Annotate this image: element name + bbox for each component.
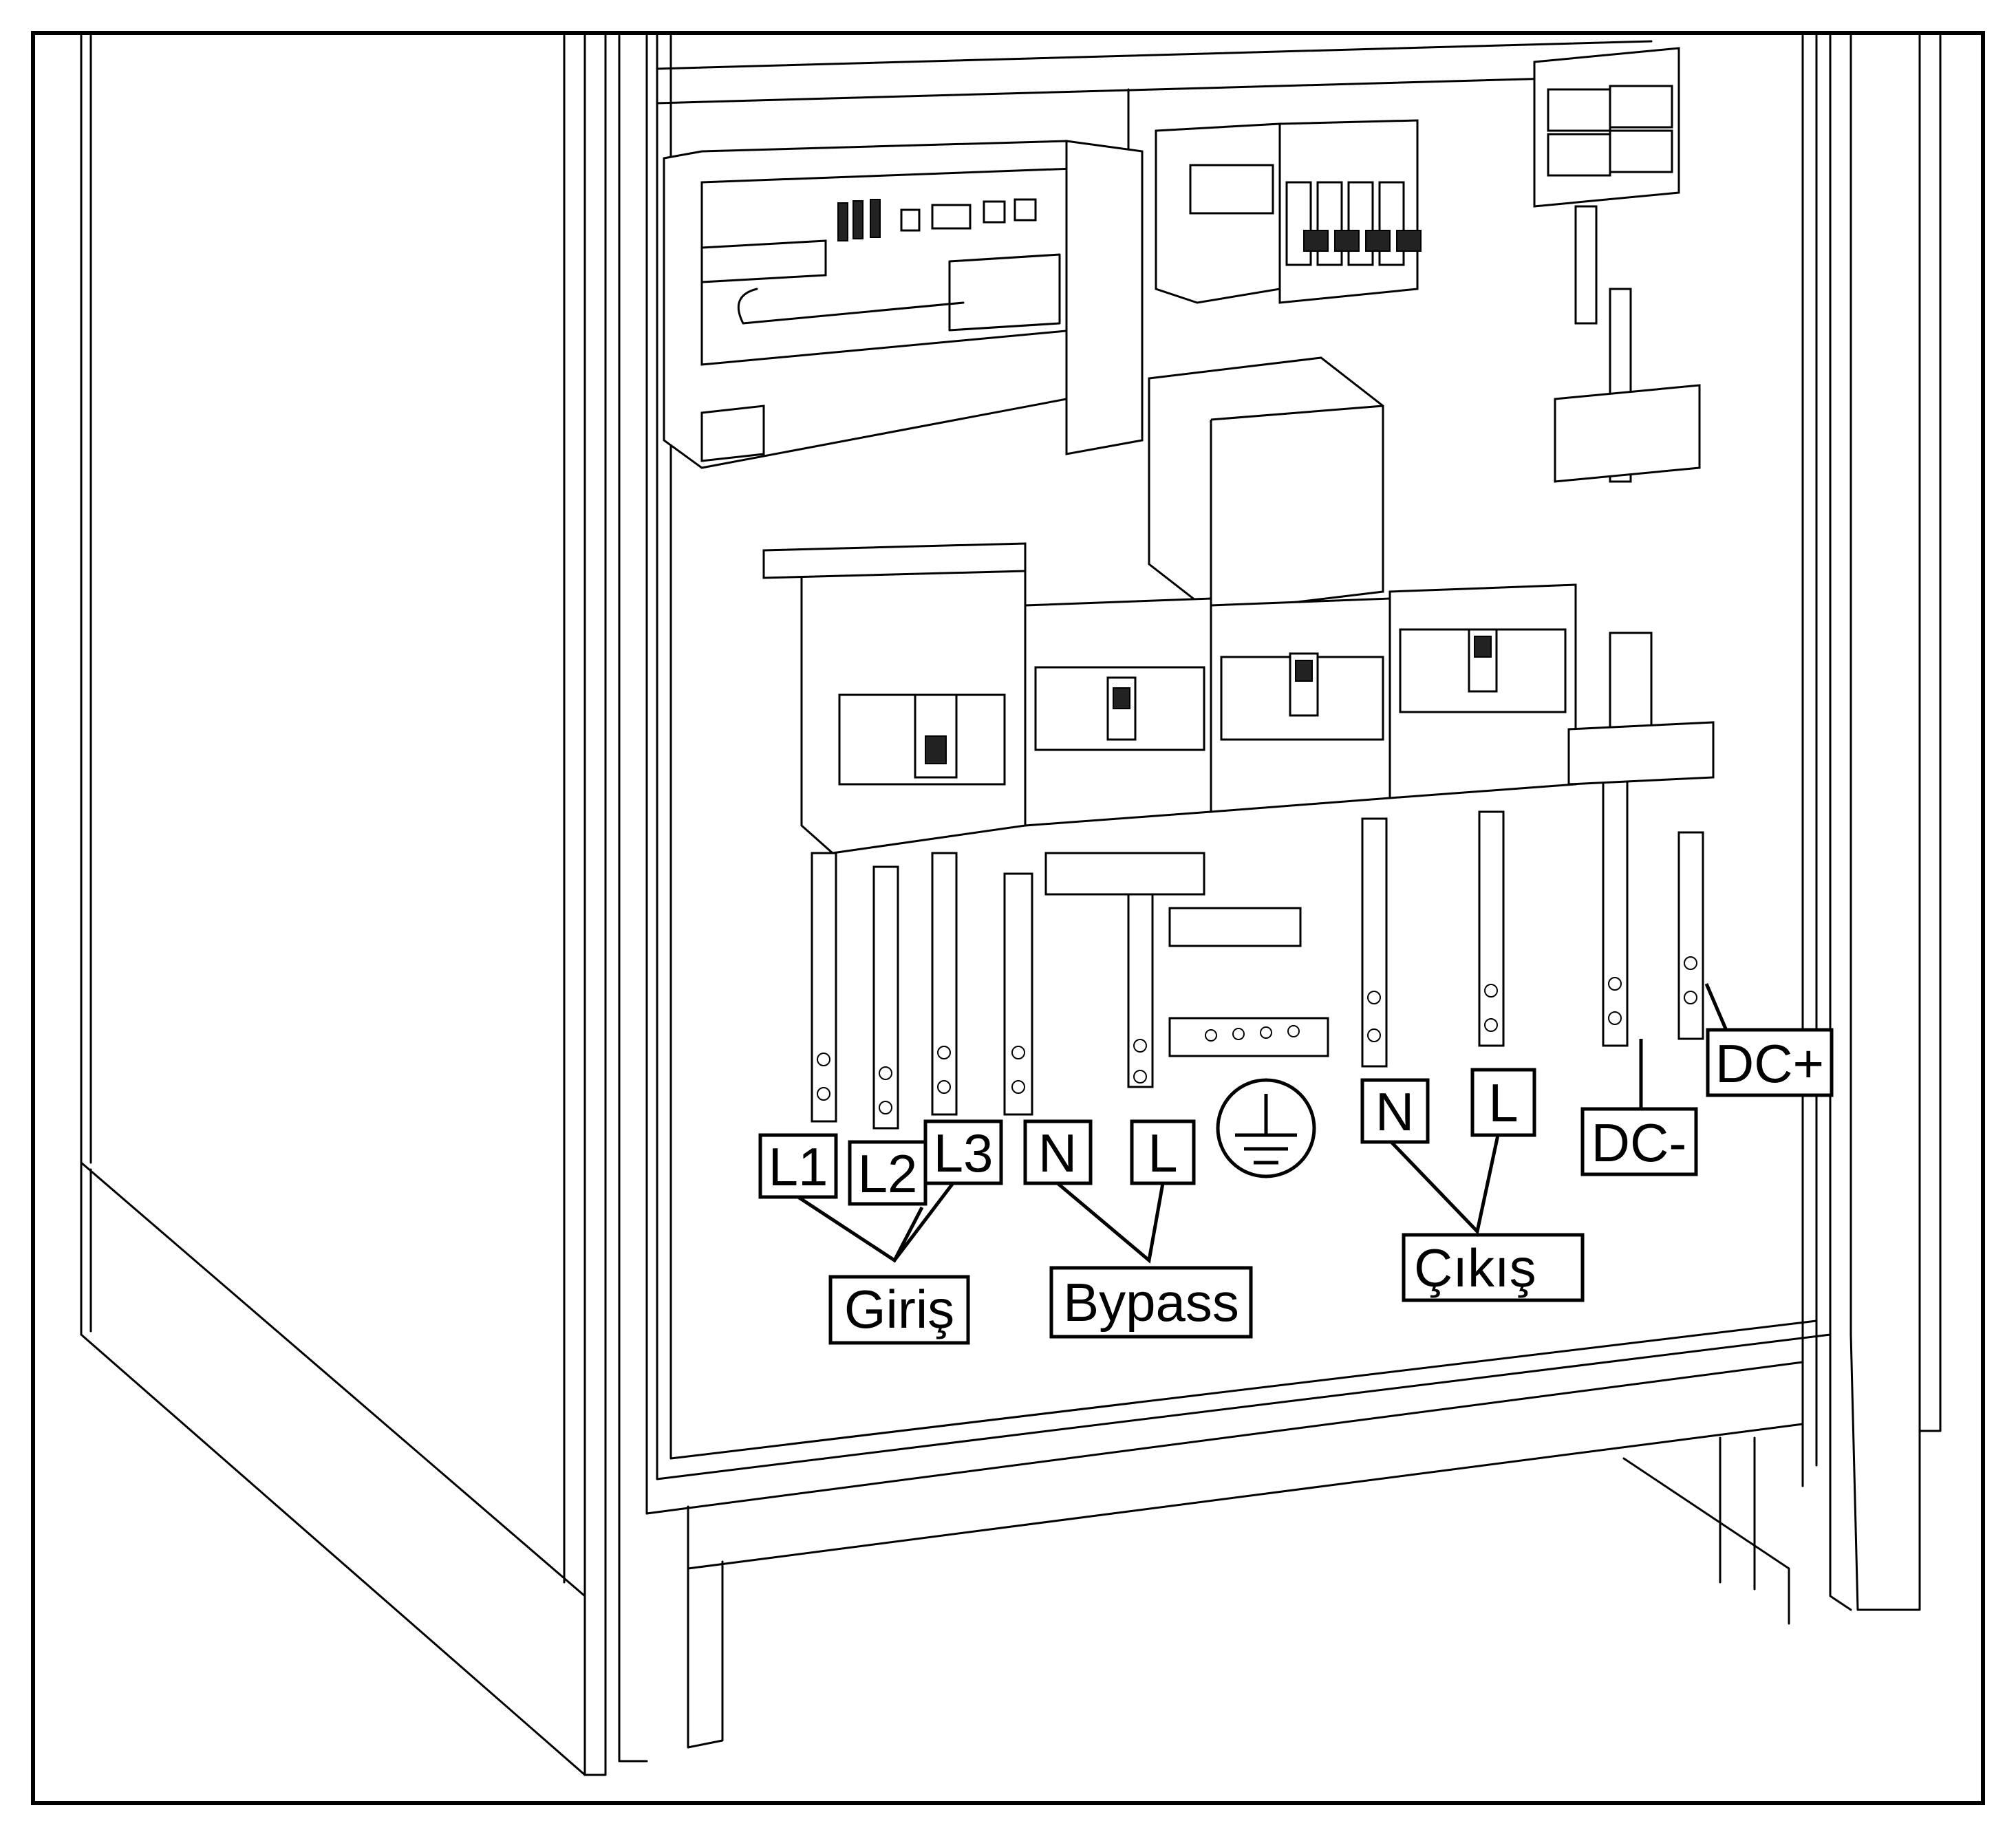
surge-breaker-block bbox=[1155, 119, 1422, 304]
label-cikis-group: Çıkış bbox=[1402, 1233, 1585, 1302]
label-bypass-group: Bypass bbox=[1049, 1266, 1253, 1339]
label-giris-l3: L3 bbox=[923, 1119, 1003, 1185]
label-text: N bbox=[1038, 1123, 1077, 1183]
label-text: Çıkış bbox=[1414, 1238, 1536, 1298]
label-text: L1 bbox=[769, 1136, 828, 1197]
label-text: L2 bbox=[858, 1143, 918, 1204]
label-text: L3 bbox=[934, 1123, 994, 1183]
breaker-4 bbox=[1388, 583, 1577, 799]
choke-block bbox=[1148, 356, 1384, 614]
ground-symbol-icon bbox=[1216, 1078, 1316, 1178]
breaker-3 bbox=[1210, 597, 1391, 813]
label-text: DC- bbox=[1591, 1112, 1687, 1173]
label-bypass-n: N bbox=[1023, 1119, 1093, 1185]
cabinet-body bbox=[80, 34, 1942, 1776]
control-module bbox=[663, 140, 1144, 469]
relay-box bbox=[1533, 47, 1680, 483]
breaker-2 bbox=[1024, 597, 1212, 827]
label-dc-minus: DC- bbox=[1580, 1107, 1698, 1176]
label-text: DC+ bbox=[1715, 1033, 1824, 1094]
label-cikis-l: L bbox=[1470, 1068, 1536, 1137]
label-text: N bbox=[1375, 1081, 1414, 1142]
breaker-1 bbox=[762, 542, 1027, 854]
label-bypass-l: L bbox=[1130, 1119, 1196, 1185]
bus-bars bbox=[811, 769, 1704, 1130]
label-text: Giriş bbox=[844, 1279, 954, 1339]
label-text: Bypass bbox=[1063, 1272, 1239, 1333]
label-cikis-n: N bbox=[1360, 1078, 1430, 1144]
label-giris-group: Giriş bbox=[828, 1275, 970, 1345]
label-giris-l1: L1 bbox=[758, 1133, 838, 1199]
label-giris-l2: L2 bbox=[848, 1140, 927, 1206]
label-text: L bbox=[1488, 1073, 1518, 1133]
dc-bus bbox=[1554, 384, 1715, 786]
label-text: L bbox=[1148, 1123, 1177, 1183]
label-dc-plus: DC+ bbox=[1706, 1028, 1834, 1097]
